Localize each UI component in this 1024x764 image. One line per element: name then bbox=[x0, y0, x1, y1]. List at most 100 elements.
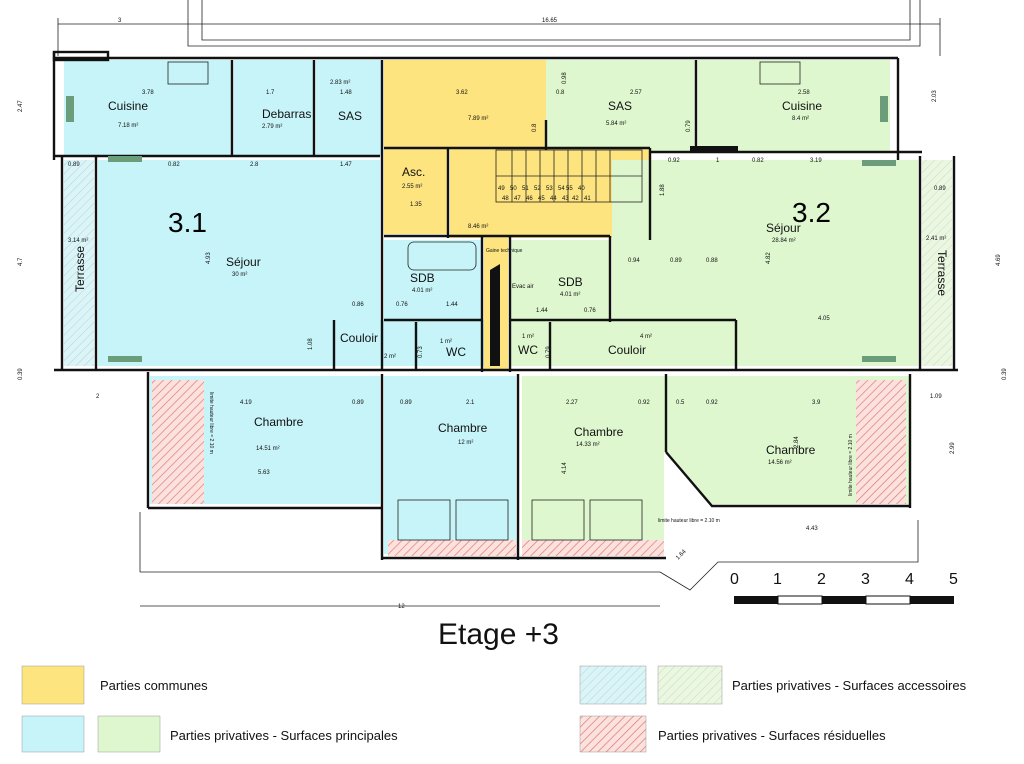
svg-text:53: 53 bbox=[546, 186, 553, 192]
svg-text:2.27: 2.27 bbox=[566, 400, 578, 406]
label-limite-3: limite hauteur libre = 2.10 m bbox=[658, 518, 720, 524]
svg-text:49: 49 bbox=[498, 186, 505, 192]
asc-area bbox=[384, 148, 448, 234]
svg-text:0.92: 0.92 bbox=[668, 158, 680, 164]
scale-tick-2: 2 bbox=[817, 571, 826, 588]
radiator-6 bbox=[880, 96, 888, 122]
room-sas-a: SAS bbox=[338, 109, 362, 123]
svg-text:1.7: 1.7 bbox=[266, 90, 275, 96]
area-sejour-b: 28.84 m² bbox=[772, 238, 796, 244]
svg-text:52: 52 bbox=[534, 186, 541, 192]
radiator-2 bbox=[108, 356, 142, 362]
couloir-b-area bbox=[510, 320, 736, 366]
room-cuisine-b: Cuisine bbox=[782, 99, 822, 113]
label-limite-1: limite hauteur libre = 2.10 m bbox=[208, 392, 214, 454]
terrasse-b bbox=[922, 160, 952, 366]
scale-tick-1: 1 bbox=[773, 571, 782, 588]
svg-text:1.44: 1.44 bbox=[536, 308, 548, 314]
svg-text:4.14: 4.14 bbox=[562, 462, 568, 474]
area-terrasse-b: 2.41 m² bbox=[926, 236, 946, 242]
room-sdb-a: SDB bbox=[410, 271, 435, 285]
label-limite-2: limite hauteur libre = 2.10 m bbox=[848, 434, 854, 496]
svg-text:0.39: 0.39 bbox=[18, 368, 24, 380]
area-sdb-b: 4.01 m² bbox=[560, 292, 580, 298]
area-debarras: 2.79 m² bbox=[262, 124, 282, 130]
debarras-area bbox=[234, 60, 314, 156]
svg-text:1.48: 1.48 bbox=[340, 90, 352, 96]
chambre-4-area bbox=[664, 376, 910, 504]
svg-text:0.94: 0.94 bbox=[628, 258, 640, 264]
skylights bbox=[397, 499, 643, 541]
area-sejour-a: 30 m² bbox=[232, 272, 247, 278]
svg-text:4.93: 4.93 bbox=[206, 252, 212, 264]
svg-text:0.92: 0.92 bbox=[706, 400, 718, 406]
svg-text:4.69: 4.69 bbox=[996, 254, 1002, 266]
svg-text:0.5: 0.5 bbox=[676, 400, 685, 406]
sas-b-area bbox=[546, 60, 696, 152]
legend-accessoires: Parties privatives - Surfaces accessoire… bbox=[732, 678, 967, 693]
legend-swatch-accessoires-a bbox=[579, 665, 647, 705]
svg-text:1.08: 1.08 bbox=[308, 338, 314, 350]
svg-text:0.82: 0.82 bbox=[168, 162, 180, 168]
svg-text:0.89: 0.89 bbox=[68, 162, 80, 168]
apartment-number-a: 3.1 bbox=[168, 207, 207, 238]
svg-text:46: 46 bbox=[526, 196, 533, 202]
svg-text:48: 48 bbox=[502, 196, 509, 202]
svg-text:2: 2 bbox=[96, 394, 100, 400]
room-cuisine-a: Cuisine bbox=[108, 99, 148, 113]
gaine-shaft bbox=[490, 264, 500, 366]
svg-text:4.19: 4.19 bbox=[240, 400, 252, 406]
area-asc: 2.55 m² bbox=[402, 184, 422, 190]
radiator-3 bbox=[862, 160, 896, 166]
area-chambre-2: 12 m² bbox=[458, 440, 473, 446]
scale-tick-5: 5 bbox=[949, 571, 958, 588]
legend: Parties communes Parties privatives - Su… bbox=[21, 665, 967, 753]
svg-text:4.43: 4.43 bbox=[806, 526, 818, 532]
svg-text:3.9: 3.9 bbox=[812, 400, 821, 406]
svg-text:0.89: 0.89 bbox=[352, 400, 364, 406]
room-sejour-b: Séjour bbox=[766, 221, 801, 235]
svg-text:2.58: 2.58 bbox=[798, 90, 810, 96]
svg-text:1.88: 1.88 bbox=[660, 184, 666, 196]
area-chambre-4: 14.56 m² bbox=[768, 460, 792, 466]
svg-text:0.76: 0.76 bbox=[396, 302, 408, 308]
apartment-number-b: 3.2 bbox=[792, 197, 831, 228]
label-evac: Evac air bbox=[512, 284, 534, 290]
area-couloir-b: 4 m² bbox=[640, 334, 652, 340]
svg-text:43: 43 bbox=[562, 196, 569, 202]
svg-text:5.63: 5.63 bbox=[258, 470, 270, 476]
scale-tick-0: 0 bbox=[730, 571, 739, 588]
svg-text:51: 51 bbox=[522, 186, 529, 192]
svg-text:1.44: 1.44 bbox=[446, 302, 458, 308]
dim-top-3: 3 bbox=[118, 18, 122, 24]
area-sdb-a: 4.01 m² bbox=[412, 288, 432, 294]
chambre-1-residual bbox=[152, 380, 204, 504]
legend-swatch-principales-b bbox=[97, 715, 161, 753]
svg-text:0.86: 0.86 bbox=[352, 302, 364, 308]
sas-a-area bbox=[316, 60, 382, 156]
area-chambre-1: 14.51 m² bbox=[256, 446, 280, 452]
hall-area bbox=[384, 60, 570, 148]
svg-text:3.19: 3.19 bbox=[810, 158, 822, 164]
area-hall: 7.89 m² bbox=[468, 116, 488, 122]
svg-text:45: 45 bbox=[538, 196, 545, 202]
svg-text:0.88: 0.88 bbox=[706, 258, 718, 264]
svg-text:3.78: 3.78 bbox=[142, 90, 154, 96]
svg-text:2.99: 2.99 bbox=[950, 442, 956, 454]
svg-text:0.82: 0.82 bbox=[752, 158, 764, 164]
svg-text:0.89: 0.89 bbox=[670, 258, 682, 264]
roof-outline bbox=[57, 0, 941, 56]
room-chambre-2: Chambre bbox=[438, 421, 488, 435]
radiator-1 bbox=[108, 156, 142, 162]
svg-text:0.92: 0.92 bbox=[638, 400, 650, 406]
svg-text:2.57: 2.57 bbox=[630, 90, 642, 96]
room-terrasse-a: Terrasse bbox=[73, 246, 87, 292]
svg-text:4.05: 4.05 bbox=[818, 316, 830, 322]
svg-text:40: 40 bbox=[578, 186, 585, 192]
svg-text:41: 41 bbox=[584, 196, 591, 202]
svg-text:50: 50 bbox=[510, 186, 517, 192]
area-wc-a: 1 m² bbox=[440, 339, 452, 345]
room-terrasse-b: Terrasse bbox=[935, 250, 949, 296]
room-couloir-b: Couloir bbox=[608, 343, 646, 357]
area-terrasse-a: 3.14 m² bbox=[68, 238, 88, 244]
